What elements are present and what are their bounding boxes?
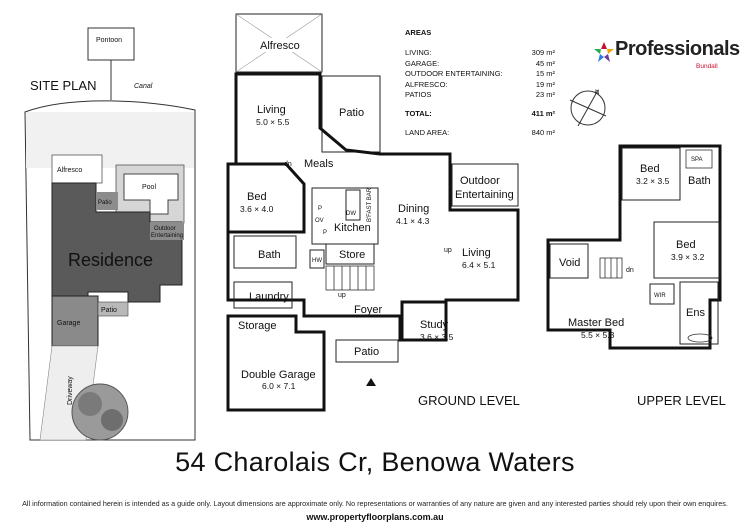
outdoor1-label: Outdoor (460, 175, 500, 187)
website-link[interactable]: www.propertyfloorplans.com.au (306, 512, 444, 522)
disclaimer: All information contained herein is inte… (22, 499, 728, 508)
site-plan-title: SITE PLAN (30, 78, 97, 93)
pontoon-label: Pontoon (96, 37, 122, 44)
patio-bottom-label: Patio (354, 346, 379, 358)
foyer-label: Foyer (354, 304, 382, 316)
compass-north: N (595, 90, 599, 96)
brand: Professionals Bundall (595, 38, 740, 70)
brand-sub: Bundall (696, 63, 718, 70)
hw-label: HW (312, 258, 322, 264)
dining-dim: 4.1 × 4.3 (396, 216, 430, 226)
areas-row: OUTDOOR ENTERTAINING:15 m² (405, 69, 555, 78)
living1-dim: 5.0 × 5.5 (256, 117, 290, 127)
dining-label: Dining (398, 203, 429, 215)
pontoon (87, 27, 135, 61)
pool-label: Pool (142, 184, 156, 191)
site-plan: Pontoon Canal Alfresco Pool Patio Outdoo… (24, 27, 196, 441)
residence-label: Residence (68, 250, 153, 270)
p1-label: P (318, 206, 322, 212)
ov-label: OV (315, 218, 324, 224)
property-address: 54 Charolais Cr, Benowa Waters (175, 447, 575, 477)
living2-dim: 6.4 × 5.1 (462, 260, 496, 270)
canal-label: Canal (134, 83, 153, 90)
ground-outdoor-entertaining (451, 163, 519, 207)
store-label: Store (339, 249, 365, 261)
wir-label: WIR (654, 293, 666, 299)
upper-bed1-dim: 3.2 × 3.5 (636, 176, 670, 186)
study-dim: 3.6 × 3.5 (420, 332, 454, 342)
garage-dim: 6.0 × 7.1 (262, 381, 296, 391)
ens-label: Ens (686, 307, 705, 319)
spa-label: SPA (691, 157, 703, 163)
upper-bed2-label: Bed (676, 239, 696, 251)
areas-row: ALFRESCO:19 m² (405, 79, 555, 89)
site-patio2-label: Patio (101, 307, 117, 314)
site-garage-label: Garage (57, 320, 80, 327)
areas-row: LIVING:309 m² (405, 48, 555, 57)
ground-alfresco-label: Alfresco (260, 40, 300, 52)
meals-label: Meals (304, 158, 334, 170)
ground-patio-top-label: Patio (339, 107, 364, 119)
living2-label: Living (462, 247, 491, 259)
compass: N (569, 89, 607, 127)
ground-up2-label: up (444, 247, 452, 254)
areas-row: GARAGE:45 m² (405, 58, 555, 68)
void-label: Void (559, 257, 580, 269)
driveway-label: Driveway (67, 376, 74, 405)
upper-dn-label: dn (626, 267, 634, 274)
residence-footprint (51, 182, 183, 303)
areas-total: TOTAL:411 m² (405, 108, 555, 118)
upper-bath-label: Bath (688, 175, 711, 187)
kitchen-label: Kitchen (334, 222, 371, 234)
areas-land: LAND AREA:840 m² (405, 128, 555, 137)
ground-level: Alfresco Patio Living 5.0 × 5.5 dn Meals… (226, 13, 520, 412)
site-outdoor-label: Outdoor (154, 226, 176, 232)
ground-level-label: GROUND LEVEL (418, 393, 520, 408)
site-alfresco (51, 154, 103, 184)
brand-name: Professionals (615, 38, 740, 60)
tree (71, 383, 129, 441)
master-label: Master Bed (568, 317, 624, 329)
ground-bed-dim: 3.6 × 4.0 (240, 204, 274, 214)
outdoor2-label: Entertaining (455, 189, 514, 201)
site-garage (51, 295, 99, 347)
areas-heading: AREAS (405, 28, 432, 37)
site-alfresco-label: Alfresco (57, 167, 82, 174)
ground-patio-bottom (335, 339, 399, 363)
upper-level: Bed 3.2 × 3.5 SPA Bath Bed 3.9 × 3.2 Voi… (546, 144, 722, 350)
ground-bath-label: Bath (258, 249, 281, 261)
dw-label: DW (346, 211, 356, 217)
ground-bed-label: Bed (247, 191, 267, 203)
brand-logo-icon (594, 42, 614, 62)
study-label: Study (420, 319, 449, 331)
bfast-label: B'FAST BAR (367, 187, 373, 222)
master-dim: 5.5 × 5.3 (581, 330, 615, 340)
upper-bed1-label: Bed (640, 163, 660, 175)
storage-label: Storage (238, 320, 277, 332)
upper-level-label: UPPER LEVEL (637, 393, 726, 408)
pool (123, 173, 179, 215)
areas-table: AREAS LIVING:309 m² GARAGE:45 m² OUTDOOR… (405, 28, 555, 139)
living1-label: Living (257, 104, 286, 116)
p2-label: P (323, 230, 327, 236)
upper-bed2-dim: 3.9 × 3.2 (671, 252, 705, 262)
garage-label: Double Garage (241, 369, 316, 381)
entry-arrow (366, 378, 376, 386)
site-entertaining-label: Entertaining (151, 233, 183, 239)
ground-up1-label: up (338, 292, 346, 299)
laundry-label: Laundry (249, 291, 289, 303)
site-patio-label: Patio (98, 200, 112, 206)
